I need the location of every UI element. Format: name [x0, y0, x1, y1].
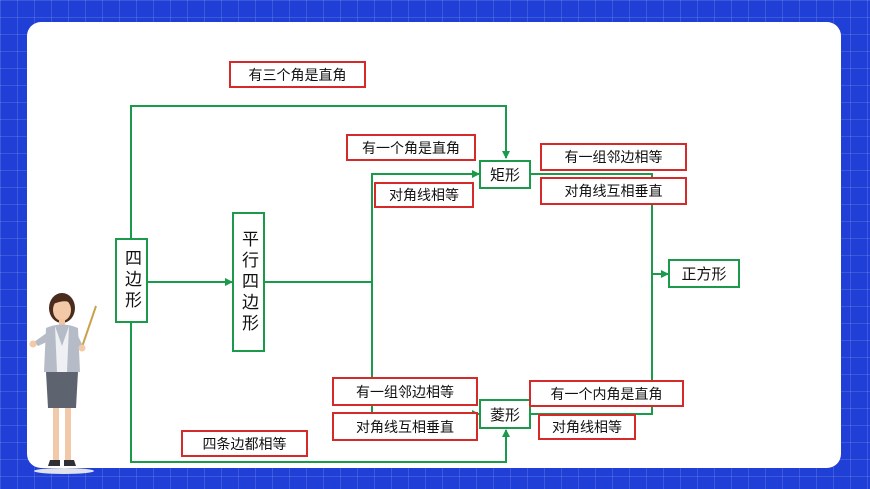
- node-rectangle: 矩形: [479, 160, 531, 189]
- cond-four-equal-sides: 四条边都相等: [181, 430, 308, 457]
- cond-adjacent-sides-equal-para: 有一组邻边相等: [332, 377, 478, 406]
- cond-adjacent-sides-equal-rect: 有一组邻边相等: [540, 143, 687, 171]
- cond-equal-diagonals-rect: 对角线相等: [374, 182, 474, 208]
- node-square: 正方形: [668, 259, 740, 288]
- node-quadrilateral: 四边形: [115, 238, 148, 323]
- line-quad-to-rect: [130, 105, 510, 238]
- line-rect-to-square: [531, 173, 669, 278]
- cond-three-right-angles: 有三个角是直角: [229, 61, 366, 88]
- cond-one-interior-right-angle: 有一个内角是直角: [529, 380, 684, 407]
- cond-equal-diagonals-rhombus: 对角线相等: [538, 414, 636, 440]
- line-quad-to-rhombus: [130, 322, 510, 463]
- node-rhombus: 菱形: [479, 399, 531, 429]
- cond-one-right-angle: 有一个角是直角: [346, 134, 476, 161]
- cond-perpendicular-diagonals-rect: 对角线互相垂直: [540, 177, 687, 205]
- node-parallelogram: 平行四边形: [232, 212, 265, 352]
- cond-perpendicular-diagonals-para: 对角线互相垂直: [332, 412, 478, 441]
- teacher-icon: [29, 293, 97, 474]
- line-para-to-rect: [371, 170, 480, 282]
